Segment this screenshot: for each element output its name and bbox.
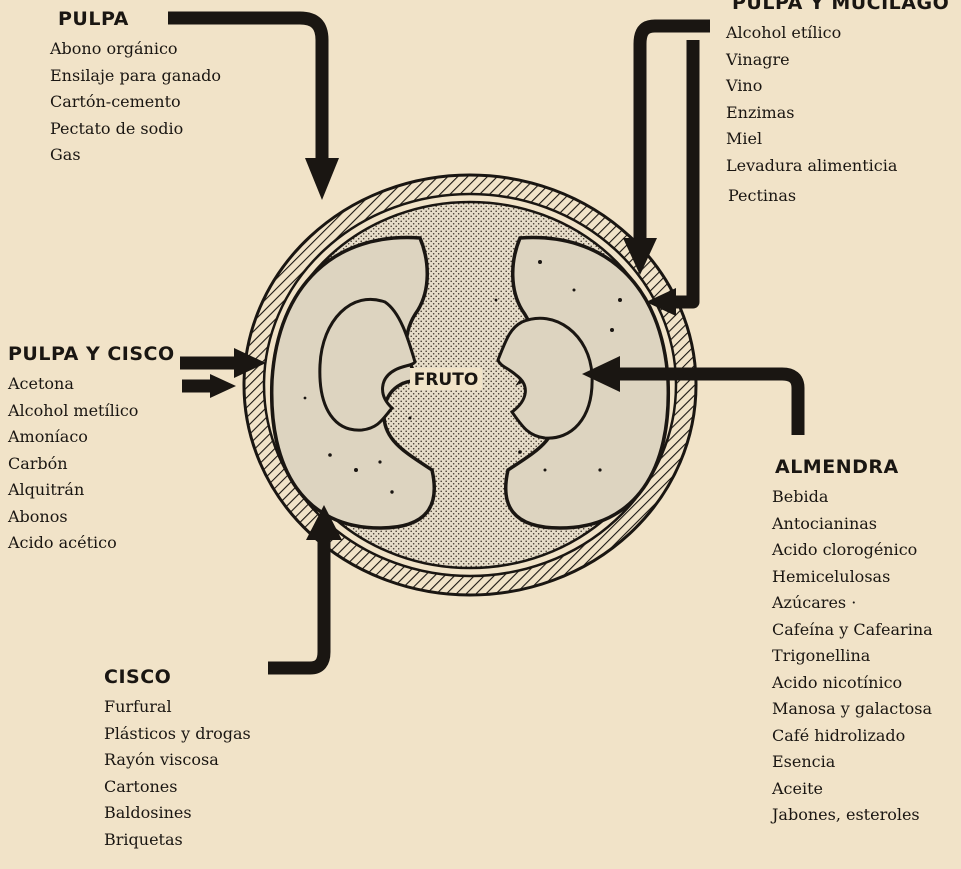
almendra-heading: ALMENDRA — [775, 456, 933, 478]
pulpa-cisco-item: Abonos — [8, 504, 175, 531]
fruto-label: FRUTO — [414, 370, 479, 390]
cisco-arrow — [268, 530, 324, 668]
pulpa-cisco-item: Alcohol metílico — [8, 398, 175, 425]
mucilago-arrow-inner — [672, 40, 693, 302]
pulpa-mucilago-group: PULPA Y MUCILAGO Alcohol etílico Vinagre… — [732, 0, 949, 210]
almendra-item: Aceite — [772, 776, 933, 803]
pulpa-item: Cartón-cemento — [50, 89, 221, 116]
almendra-item: Esencia — [772, 749, 933, 776]
almendra-item: Acido clorogénico — [772, 537, 933, 564]
pulpa-mucilago-item: Pectinas — [728, 183, 949, 210]
almendra-item: Antocianinas — [772, 511, 933, 538]
pulpa-list: Abono orgánico Ensilaje para ganado Cart… — [50, 36, 221, 169]
pulpa-arrowhead — [305, 158, 339, 200]
almendra-item: Manosa y galactosa — [772, 696, 933, 723]
pulpa-item: Pectato de sodio — [50, 116, 221, 143]
pulpa-mucilago-item: Levadura alimenticia — [726, 153, 949, 180]
cisco-item: Furfural — [104, 694, 251, 721]
pulpa-cisco-item: Acido acético — [8, 530, 175, 557]
almendra-item: Jabones, esteroles — [772, 802, 933, 829]
cisco-list: Furfural Plásticos y drogas Rayón viscos… — [104, 694, 251, 853]
almendra-item: Acido nicotínico — [772, 670, 933, 697]
almendra-group: ALMENDRA Bebida Antocianinas Acido cloro… — [775, 456, 933, 829]
pulpa-cisco-item: Carbón — [8, 451, 175, 478]
pulpa-mucilago-item: Alcohol etílico — [726, 20, 949, 47]
almendra-list: Bebida Antocianinas Acido clorogénico He… — [772, 484, 933, 829]
pulpa-cisco-heading: PULPA Y CISCO — [8, 343, 175, 365]
pulpa-heading: PULPA — [58, 8, 221, 30]
pulpa-mucilago-item: Vinagre — [726, 47, 949, 74]
pulpa-item: Abono orgánico — [50, 36, 221, 63]
pulpa-cisco-arrowhead-2 — [210, 374, 236, 398]
pulpa-mucilago-heading: PULPA Y MUCILAGO — [732, 0, 949, 14]
cisco-item: Briquetas — [104, 827, 251, 854]
pulpa-mucilago-list: Alcohol etílico Vinagre Vino Enzimas Mie… — [726, 20, 949, 210]
almendra-item: Hemicelulosas — [772, 564, 933, 591]
pulpa-group: PULPA Abono orgánico Ensilaje para ganad… — [58, 8, 221, 169]
pulpa-cisco-item: Acetona — [8, 371, 175, 398]
almendra-item: Bebida — [772, 484, 933, 511]
almendra-item: Café hidrolizado — [772, 723, 933, 750]
almendra-item: Azúcares · — [772, 590, 933, 617]
pulpa-mucilago-item: Vino — [726, 73, 949, 100]
almendra-item: Trigonellina — [772, 643, 933, 670]
pulpa-mucilago-item: Miel — [726, 126, 949, 153]
cisco-heading: CISCO — [104, 666, 251, 688]
cisco-item: Cartones — [104, 774, 251, 801]
almendra-item: Cafeína y Cafearina — [772, 617, 933, 644]
pulpa-cisco-list: Acetona Alcohol metílico Amoníaco Carbón… — [8, 371, 175, 557]
cisco-item: Plásticos y drogas — [104, 721, 251, 748]
pulpa-cisco-item: Amoníaco — [8, 424, 175, 451]
cisco-item: Baldosines — [104, 800, 251, 827]
pulpa-cisco-item: Alquitrán — [8, 477, 175, 504]
pulpa-item: Ensilaje para ganado — [50, 63, 221, 90]
cisco-item: Rayón viscosa — [104, 747, 251, 774]
pulpa-item: Gas — [50, 142, 221, 169]
cisco-group: CISCO Furfural Plásticos y drogas Rayón … — [104, 666, 251, 853]
pulpa-mucilago-item: Enzimas — [726, 100, 949, 127]
pulpa-cisco-group: PULPA Y CISCO Acetona Alcohol metílico A… — [8, 343, 175, 557]
